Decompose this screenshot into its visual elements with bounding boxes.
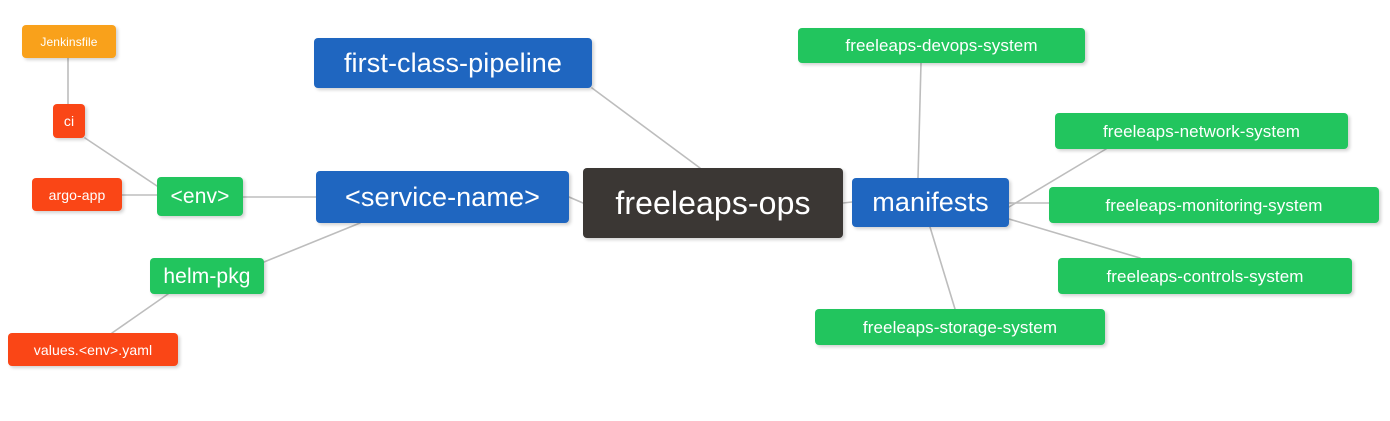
node-env[interactable]: <env> bbox=[157, 177, 243, 216]
node-label-manifests: manifests bbox=[872, 187, 989, 217]
edge-helm-pkg-values bbox=[111, 293, 169, 334]
node-ci[interactable]: ci bbox=[53, 104, 85, 138]
node-label-service-name: <service-name> bbox=[345, 181, 540, 212]
node-helm-pkg[interactable]: helm-pkg bbox=[150, 258, 264, 294]
edge-manifests-storage bbox=[929, 226, 956, 310]
node-manifests[interactable]: manifests bbox=[852, 178, 1009, 227]
node-first-class-pipeline[interactable]: first-class-pipeline bbox=[314, 38, 592, 88]
node-values-env-yaml[interactable]: values.<env>.yaml bbox=[8, 333, 178, 366]
node-jenkinsfile[interactable]: Jenkinsfile bbox=[22, 25, 116, 58]
node-freeleaps-devops-system[interactable]: freeleaps-devops-system bbox=[798, 28, 1085, 63]
node-label-env: <env> bbox=[170, 185, 230, 208]
node-label-values-env-yaml: values.<env>.yaml bbox=[33, 341, 153, 358]
edge-manifests-devops bbox=[917, 62, 922, 179]
node-label-freeleaps-ops: freeleaps-ops bbox=[615, 185, 811, 221]
node-label-freeleaps-storage-system: freeleaps-storage-system bbox=[862, 317, 1058, 337]
node-label-freeleaps-controls-system: freeleaps-controls-system bbox=[1106, 266, 1304, 286]
node-freeleaps-ops[interactable]: freeleaps-ops bbox=[583, 168, 843, 238]
edge-manifests-controls bbox=[1008, 218, 1141, 259]
edge-root-first-class-pipeline bbox=[591, 87, 701, 169]
node-label-freeleaps-devops-system: freeleaps-devops-system bbox=[845, 36, 1038, 55]
node-label-freeleaps-network-system: freeleaps-network-system bbox=[1102, 121, 1301, 141]
node-freeleaps-storage-system[interactable]: freeleaps-storage-system bbox=[815, 309, 1105, 345]
node-argo-app[interactable]: argo-app bbox=[32, 178, 122, 211]
node-freeleaps-network-system[interactable]: freeleaps-network-system bbox=[1055, 113, 1348, 149]
node-label-first-class-pipeline: first-class-pipeline bbox=[343, 47, 563, 78]
node-label-ci: ci bbox=[63, 113, 75, 129]
node-label-helm-pkg: helm-pkg bbox=[163, 264, 251, 288]
node-freeleaps-monitoring-system[interactable]: freeleaps-monitoring-system bbox=[1049, 187, 1379, 223]
edge-service-helm-pkg bbox=[263, 222, 361, 263]
node-freeleaps-controls-system[interactable]: freeleaps-controls-system bbox=[1058, 258, 1352, 294]
edge-root-manifests bbox=[842, 201, 853, 204]
node-label-freeleaps-monitoring-system: freeleaps-monitoring-system bbox=[1105, 195, 1323, 215]
edge-root-service-name bbox=[568, 196, 584, 204]
node-service-name[interactable]: <service-name> bbox=[316, 171, 569, 223]
node-label-argo-app: argo-app bbox=[48, 186, 106, 203]
node-label-jenkinsfile: Jenkinsfile bbox=[40, 34, 98, 49]
